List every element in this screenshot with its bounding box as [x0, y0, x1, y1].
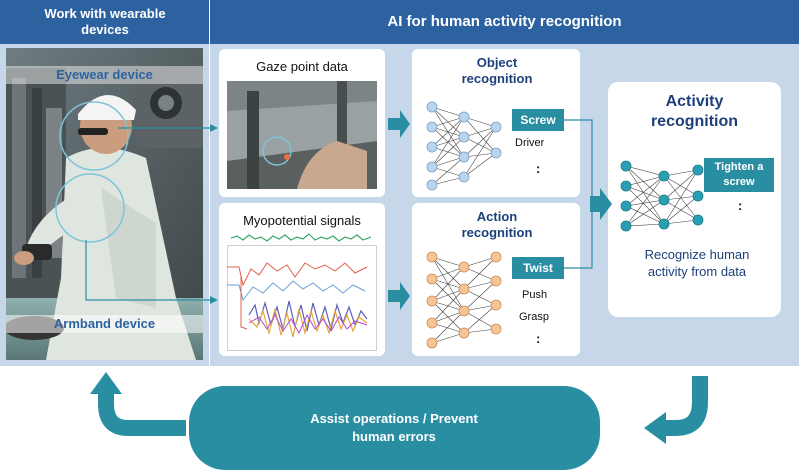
activity-more: : [738, 198, 743, 213]
gaze-title: Gaze point data [256, 59, 348, 74]
armband-label: Armband device [6, 315, 203, 333]
action-highlight-label: Twist [512, 257, 564, 279]
activity-network-icon [620, 160, 704, 232]
action-network-icon [426, 251, 502, 349]
assist-operations-text: Assist operations / Prevent human errors [310, 411, 478, 444]
object-highlight-label: Screw [512, 109, 564, 131]
myo-signal-chart [227, 245, 377, 351]
down-return-arrow [644, 376, 708, 444]
armband-connector [85, 240, 218, 304]
myo-card: Myopotential signals [219, 203, 385, 356]
object-item-driver: Driver [515, 137, 545, 149]
myo-to-action-arrow [388, 282, 410, 310]
ai-panel-header: AI for human activity recognition [210, 0, 799, 44]
wearable-panel: Work with wearable devices [0, 0, 209, 366]
object-recognition-card: Object recognition Screw Driver : [412, 49, 580, 197]
action-item-grasp: Grasp [519, 311, 549, 323]
worker-photo-illustration [6, 48, 203, 360]
object-recognition-title: Object recognition [461, 55, 533, 86]
gaze-card: Gaze point data [219, 49, 385, 197]
activity-recognition-title: Activity recognition [650, 93, 739, 130]
myo-title: Myopotential signals [243, 213, 361, 228]
wearable-panel-title: Work with wearable devices [44, 6, 166, 37]
worker-photo [6, 48, 203, 360]
action-item-push: Push [522, 289, 548, 301]
myo-small-signal [231, 233, 371, 242]
activity-description: Recognize human activity from data [644, 247, 750, 279]
gaze-to-object-arrow [388, 110, 410, 138]
twist-to-activity-line [564, 212, 593, 269]
up-return-arrow [90, 372, 186, 436]
action-recognition-title: Action recognition [461, 209, 533, 240]
assist-operations-box: Assist operations / Prevent human errors [189, 386, 600, 470]
screw-to-activity-line [564, 119, 593, 196]
action-recognition-card: Action recognition Twist Push Grasp : [412, 203, 580, 356]
object-network-icon [426, 101, 502, 191]
wearable-panel-header: Work with wearable devices [0, 0, 209, 44]
eyewear-connector [118, 124, 218, 132]
ai-panel-title: AI for human activity recognition [387, 13, 622, 30]
activity-highlight-label: Tighten a screw [704, 158, 774, 192]
activity-recognition-card: Activity recognition Tighten a screw : R… [608, 82, 781, 317]
to-activity-arrow [590, 188, 612, 220]
eyewear-label: Eyewear device [6, 66, 203, 84]
action-item-more: : [536, 331, 541, 346]
object-item-more: : [536, 161, 541, 176]
gaze-point-image [227, 81, 377, 189]
